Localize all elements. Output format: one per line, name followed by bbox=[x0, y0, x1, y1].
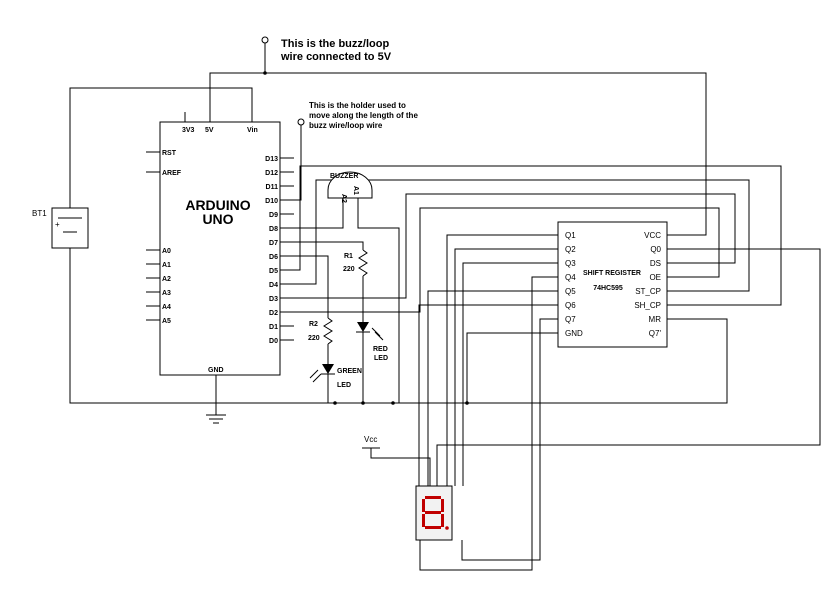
ground-icon bbox=[206, 414, 226, 424]
pin-d10: D10 bbox=[265, 198, 278, 205]
holder-note-line2: move along the length of the bbox=[309, 111, 418, 120]
shift-register-part: 74HC595 bbox=[593, 285, 623, 292]
pin-5v-label: 5V bbox=[205, 127, 214, 134]
buzzer-pin-a2: A2 bbox=[340, 194, 347, 203]
sr-pin-mr: MR bbox=[649, 315, 662, 324]
pin-3v3-label: 3V3 bbox=[182, 127, 195, 134]
pin-d12: D12 bbox=[265, 170, 278, 177]
holder-terminal[interactable] bbox=[297, 118, 305, 126]
r1-value: 220 bbox=[343, 266, 355, 273]
buzz-note-line2: wire connected to 5V bbox=[280, 51, 392, 63]
pin-d5: D5 bbox=[269, 268, 278, 275]
buzzer: BUZZER A2 A1 bbox=[327, 171, 373, 203]
pin-d11: D11 bbox=[266, 184, 279, 191]
pin-d7: D7 bbox=[269, 240, 278, 247]
resistor-r2: R2 220 bbox=[308, 317, 333, 345]
pin-a4: A4 bbox=[162, 304, 171, 311]
battery-plus: + bbox=[55, 220, 60, 229]
arduino-left-pins: RST AREF A0 A1 A2 A3 A4 A5 bbox=[146, 150, 182, 325]
battery-label: BT1 bbox=[32, 209, 47, 218]
arduino-title-1: ARDUINO bbox=[185, 197, 250, 213]
pin-d8: D8 bbox=[269, 226, 278, 233]
green-led-line2: LED bbox=[337, 382, 351, 389]
seven-segment-display bbox=[415, 485, 453, 541]
sr-pin-st-cp: ST_CP bbox=[635, 287, 661, 296]
sr-pin-q7-prime: Q7' bbox=[649, 329, 662, 338]
pin-d3: D3 bbox=[269, 296, 278, 303]
shift-register: SHIFT REGISTER 74HC595 Q1 Q2 Q3 Q4 Q5 Q6… bbox=[557, 221, 668, 348]
pin-d6: D6 bbox=[269, 254, 278, 261]
sr-pin-q2: Q2 bbox=[565, 245, 576, 254]
pin-d13: D13 bbox=[265, 156, 278, 163]
green-led-line1: GREEN bbox=[337, 368, 362, 375]
vcc-label: Vcc bbox=[364, 435, 377, 444]
sr-pin-q3: Q3 bbox=[565, 259, 576, 268]
buzzer-label: BUZZER bbox=[330, 173, 358, 180]
sr-pin-sh-cp: SH_CP bbox=[634, 301, 661, 310]
arduino-right-pins: D13 D12 D11 D10 D9 D8 D7 D6 D5 D4 D3 D2 … bbox=[265, 156, 294, 345]
buzz-note-line1: This is the buzz/loop bbox=[281, 38, 389, 50]
pin-d2: D2 bbox=[269, 310, 278, 317]
sr-pin-q0: Q0 bbox=[650, 245, 661, 254]
holder-note-line1: This is the holder used to bbox=[309, 101, 406, 110]
sr-pin-q7: Q7 bbox=[565, 315, 576, 324]
pin-gnd-label: GND bbox=[208, 367, 224, 374]
shift-register-right-pins: VCC Q0 DS OE ST_CP SH_CP MR Q7' bbox=[634, 231, 661, 338]
sr-pin-oe: OE bbox=[649, 273, 661, 282]
arduino-uno: ARDUINO UNO 3V3 5V Vin GND RST AREF A0 A… bbox=[146, 121, 294, 376]
r2-name: R2 bbox=[309, 321, 318, 328]
red-led-line2: LED bbox=[374, 355, 388, 362]
r2-value: 220 bbox=[308, 335, 320, 342]
sr-pin-q5: Q5 bbox=[565, 287, 576, 296]
pin-vin-label: Vin bbox=[247, 127, 258, 134]
holder-note-line3: buzz wire/loop wire bbox=[309, 121, 383, 130]
pin-d1: D1 bbox=[269, 324, 278, 331]
red-led: RED LED bbox=[356, 322, 388, 362]
sr-pin-ds: DS bbox=[650, 259, 661, 268]
resistor-r1: R1 220 bbox=[343, 249, 368, 277]
green-led: GREEN LED bbox=[309, 364, 362, 389]
segment-digit-8 bbox=[422, 496, 449, 530]
sr-pin-vcc: VCC bbox=[644, 231, 661, 240]
red-led-line1: RED bbox=[373, 346, 388, 353]
pin-rst: RST bbox=[162, 150, 177, 157]
pin-a3: A3 bbox=[162, 290, 171, 297]
note-buzz-wire: This is the buzz/loop wire connected to … bbox=[261, 36, 392, 63]
note-holder: This is the holder used to move along th… bbox=[297, 101, 418, 130]
pin-aref: AREF bbox=[162, 170, 182, 177]
wires bbox=[69, 40, 821, 571]
pin-d4: D4 bbox=[269, 282, 278, 289]
sr-pin-q6: Q6 bbox=[565, 301, 576, 310]
buzzer-pin-a1: A1 bbox=[352, 186, 359, 195]
r1-name: R1 bbox=[344, 253, 353, 260]
arduino-title-2: UNO bbox=[202, 211, 233, 227]
battery: BT1 + bbox=[32, 207, 89, 249]
pin-a5: A5 bbox=[162, 318, 171, 325]
shift-register-title: SHIFT REGISTER bbox=[583, 270, 641, 277]
pin-a1: A1 bbox=[162, 262, 171, 269]
sr-pin-gnd: GND bbox=[565, 329, 583, 338]
pin-a0: A0 bbox=[162, 248, 171, 255]
sr-pin-q1: Q1 bbox=[565, 231, 576, 240]
pin-d0: D0 bbox=[269, 338, 278, 345]
shift-register-left-pins: Q1 Q2 Q3 Q4 Q5 Q6 Q7 GND bbox=[565, 231, 583, 338]
pin-a2: A2 bbox=[162, 276, 171, 283]
buzz-wire-terminal[interactable] bbox=[261, 36, 269, 44]
pin-d9: D9 bbox=[269, 212, 278, 219]
sr-pin-q4: Q4 bbox=[565, 273, 576, 282]
